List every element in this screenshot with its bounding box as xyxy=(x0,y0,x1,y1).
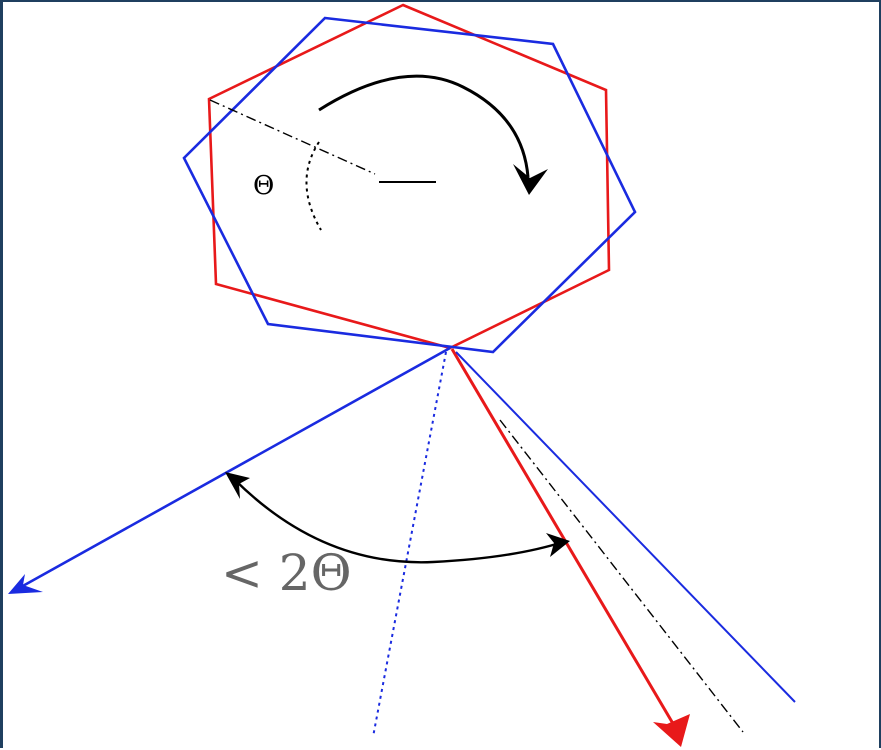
blue-ray-right xyxy=(455,351,796,703)
black-dashdot-ray xyxy=(499,419,744,733)
blue-dotted-ray xyxy=(372,351,447,738)
rotation-arrowhead xyxy=(513,164,548,195)
reference-axis-line xyxy=(209,99,376,175)
angle-arc xyxy=(234,479,564,564)
angle-label: < 2Θ xyxy=(221,544,352,602)
blue-ray-left-arrowhead xyxy=(8,574,43,594)
red-ray xyxy=(450,348,677,728)
angle-arc-right-arrowhead xyxy=(546,533,570,557)
rotation-arrow xyxy=(318,74,530,178)
theta-label: Θ xyxy=(253,171,274,201)
rotated-hexagon xyxy=(182,16,637,354)
blue-ray-left xyxy=(20,346,451,589)
red-ray-arrowhead xyxy=(653,714,690,747)
rotation-diagram: Θ < 2Θ xyxy=(8,3,796,747)
angle-arc-left-arrowhead xyxy=(225,472,250,499)
theta-arc xyxy=(305,141,322,231)
